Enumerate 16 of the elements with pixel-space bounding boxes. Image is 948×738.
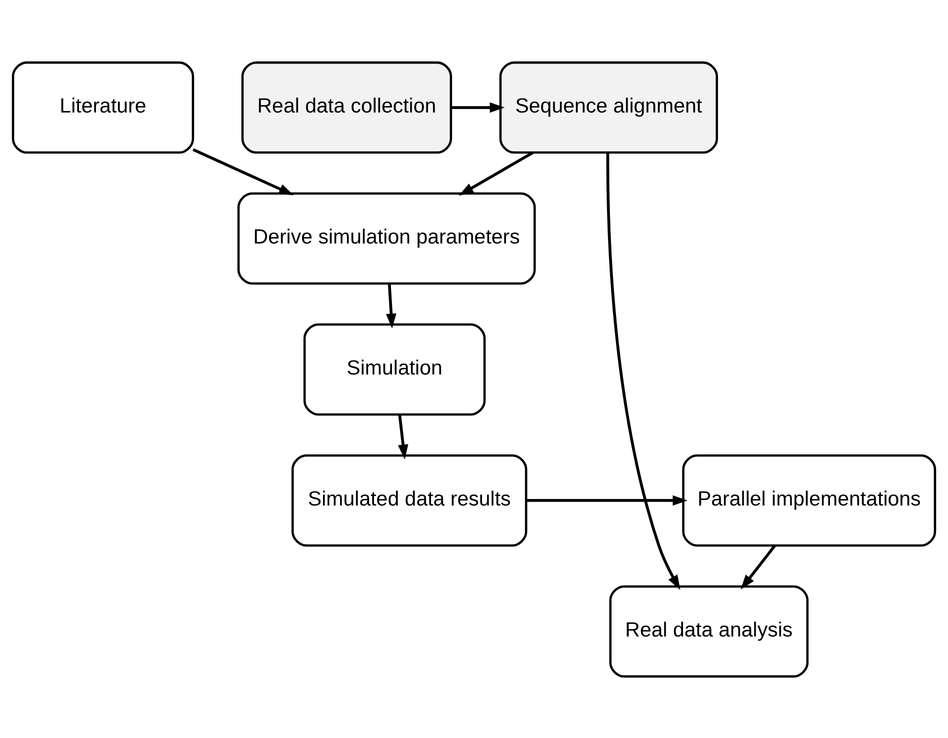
arrow — [526, 494, 688, 506]
node-box: Literature — [12, 60, 194, 154]
arrow — [192, 148, 294, 195]
node-box: Derive simulation parameters — [237, 192, 536, 284]
node-box: Parallel implementations — [682, 454, 936, 546]
node-box: Simulation — [303, 322, 486, 416]
node-box: Real data analysis — [609, 584, 809, 678]
arrow — [606, 152, 680, 590]
arrow — [451, 102, 505, 112]
arrow — [398, 414, 408, 459]
node-box: Sequence alignment — [499, 60, 718, 154]
arrow — [386, 283, 396, 328]
node-box: Simulated data results — [291, 454, 528, 546]
arrow — [458, 150, 534, 196]
arrow — [740, 544, 776, 590]
node-box: Real data collection — [241, 60, 452, 154]
